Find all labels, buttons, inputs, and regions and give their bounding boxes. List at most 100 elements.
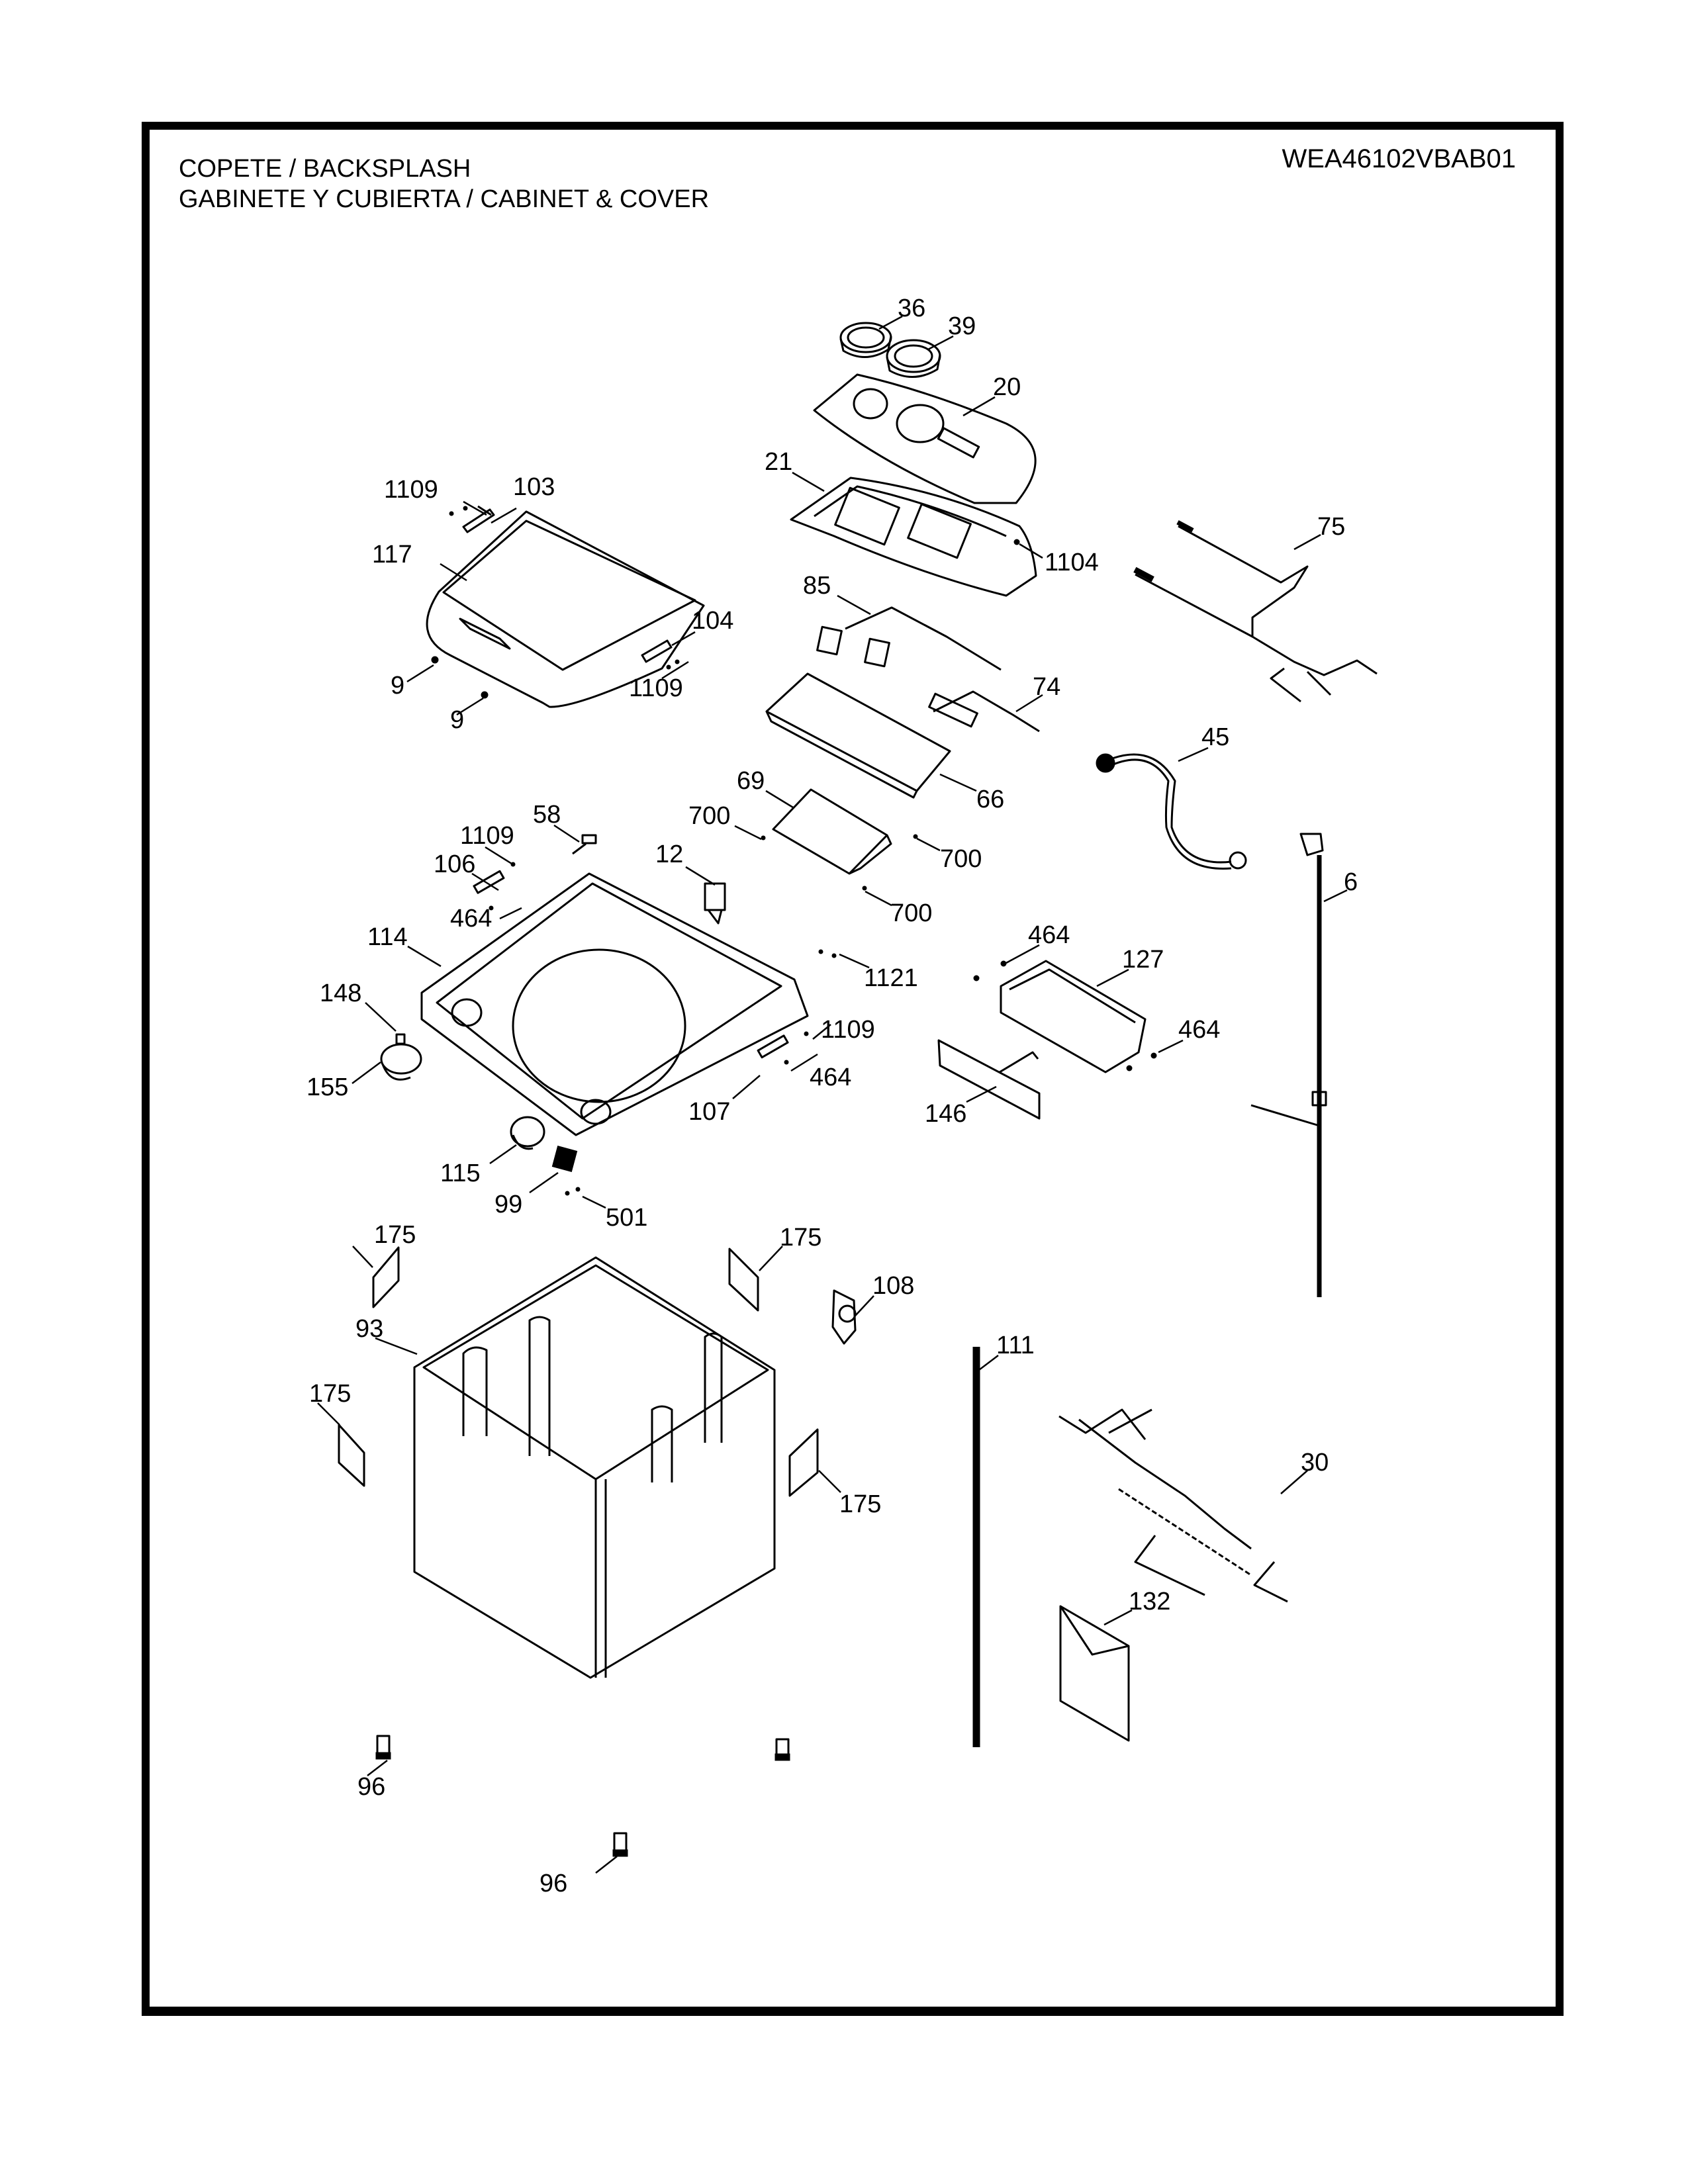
callout-9-a: 9 [391,672,404,700]
callout-1121: 1121 [864,964,918,992]
dispenser-housing-icon[interactable] [1000,960,1147,1073]
control-board-bracket-icon[interactable] [765,672,951,799]
power-cord-icon[interactable] [1250,833,1327,1297]
screw-icon[interactable] [1013,539,1020,545]
callout-20: 20 [993,373,1021,401]
screw-icon[interactable] [1126,1065,1133,1071]
callout-464-b: 464 [1028,921,1070,949]
knob-2-icon[interactable] [886,339,941,378]
callout-12: 12 [655,841,683,868]
lid-switch-icon[interactable] [572,834,597,855]
cabinet-icon[interactable] [413,1256,776,1679]
callout-700-c: 700 [890,899,932,927]
bumper-icon[interactable] [431,656,439,664]
callout-464-d: 464 [810,1064,851,1091]
leveling-leg-icon[interactable] [375,1735,790,1857]
screw-icon[interactable] [463,506,468,511]
callout-127: 127 [1122,946,1164,974]
electronic-control-board-icon[interactable] [772,788,892,875]
screw-icon[interactable] [913,834,918,839]
lid-lock-assembly-icon[interactable] [551,1146,578,1172]
lid-icon[interactable] [426,510,705,708]
lid-lock-right-icon[interactable] [757,1034,789,1059]
callout-93: 93 [355,1315,383,1343]
label-icon[interactable] [788,1428,819,1497]
control-panel-overlay-icon[interactable] [813,373,1037,504]
softener-cup-icon[interactable] [510,1116,545,1150]
label-icon[interactable] [338,1424,365,1487]
sensor-harness-icon[interactable] [928,690,1040,733]
main-harness-icon[interactable] [1058,1408,1288,1603]
callout-1109-c: 1109 [460,822,514,850]
literature-kit-icon[interactable] [1059,1605,1130,1742]
screw-icon[interactable] [449,511,454,516]
title-line-backsplash: COPETE / BACKSPLASH [179,155,471,183]
screw-icon[interactable] [818,949,823,954]
callout-75: 75 [1317,513,1345,541]
screw-icon[interactable] [973,975,980,981]
hinge-right-icon[interactable] [641,639,673,663]
backsplash-housing-icon[interactable] [790,477,1037,597]
callout-45: 45 [1201,723,1229,751]
callout-155: 155 [306,1073,348,1101]
callout-103: 103 [513,473,555,501]
callout-106: 106 [434,850,475,878]
callout-69: 69 [737,767,765,795]
cord-bracket-icon[interactable] [831,1289,857,1345]
callout-6: 6 [1344,868,1358,896]
inlet-hose-icon[interactable] [1096,753,1247,870]
callout-66: 66 [976,786,1004,813]
label-icon[interactable] [372,1246,400,1308]
callout-464-a: 464 [450,905,492,933]
callout-132: 132 [1129,1588,1170,1615]
water-valve-icon[interactable] [704,882,726,925]
callout-700-b: 700 [940,845,982,873]
callout-117: 117 [372,541,412,569]
callout-1109-d: 1109 [821,1016,875,1044]
label-icon[interactable] [728,1248,759,1312]
callout-36: 36 [898,295,925,322]
screw-icon[interactable] [510,862,516,867]
callout-114: 114 [367,923,408,951]
wire-harness-icon[interactable] [1133,520,1378,703]
callout-96-b: 96 [539,1870,567,1897]
callout-700-a: 700 [688,802,730,830]
callout-111: 111 [996,1332,1035,1359]
switch-harness-icon[interactable] [816,606,1002,671]
top-cover-icon[interactable] [420,872,809,1136]
dispenser-drawer-icon[interactable] [937,1039,1041,1120]
callout-labels: 36 39 20 21 1104 75 1109 103 117 104 110… [306,295,1358,1897]
screw-icon[interactable] [675,659,680,664]
hinge-left-icon[interactable] [462,505,495,533]
bumper-icon[interactable] [481,691,489,699]
bleach-cup-icon[interactable] [380,1043,422,1081]
callout-115: 115 [440,1160,481,1187]
callout-175-b: 175 [780,1224,821,1251]
callout-39: 39 [948,312,976,340]
screw-icon[interactable] [784,1060,789,1065]
callout-104: 104 [692,607,733,635]
plug-icon[interactable] [395,1033,406,1045]
page-title: COPETE / BACKSPLASH GABINETE Y CUBIERTA … [179,154,709,214]
screw-icon[interactable] [565,1191,570,1196]
screw-icon[interactable] [804,1031,809,1036]
screw-icon[interactable] [489,905,494,911]
screw-icon[interactable] [862,886,867,891]
screw-icon[interactable] [666,664,671,670]
knob-1-icon[interactable] [839,322,892,358]
callout-96-a: 96 [357,1773,385,1801]
lid-lock-left-icon[interactable] [473,870,505,894]
callout-1109-b: 1109 [629,674,683,702]
screw-icon[interactable] [761,835,766,841]
screw-icon[interactable] [575,1187,581,1192]
leader-lines [317,315,1348,1874]
model-number: WEA46102VBAB01 [1282,144,1516,173]
screw-icon[interactable] [1150,1052,1157,1059]
callout-148: 148 [320,979,361,1007]
callout-85: 85 [803,572,831,600]
callout-21: 21 [765,448,792,476]
callout-501: 501 [606,1204,647,1232]
screw-icon[interactable] [1000,960,1007,967]
screw-icon[interactable] [831,953,837,958]
callout-108: 108 [872,1272,914,1300]
